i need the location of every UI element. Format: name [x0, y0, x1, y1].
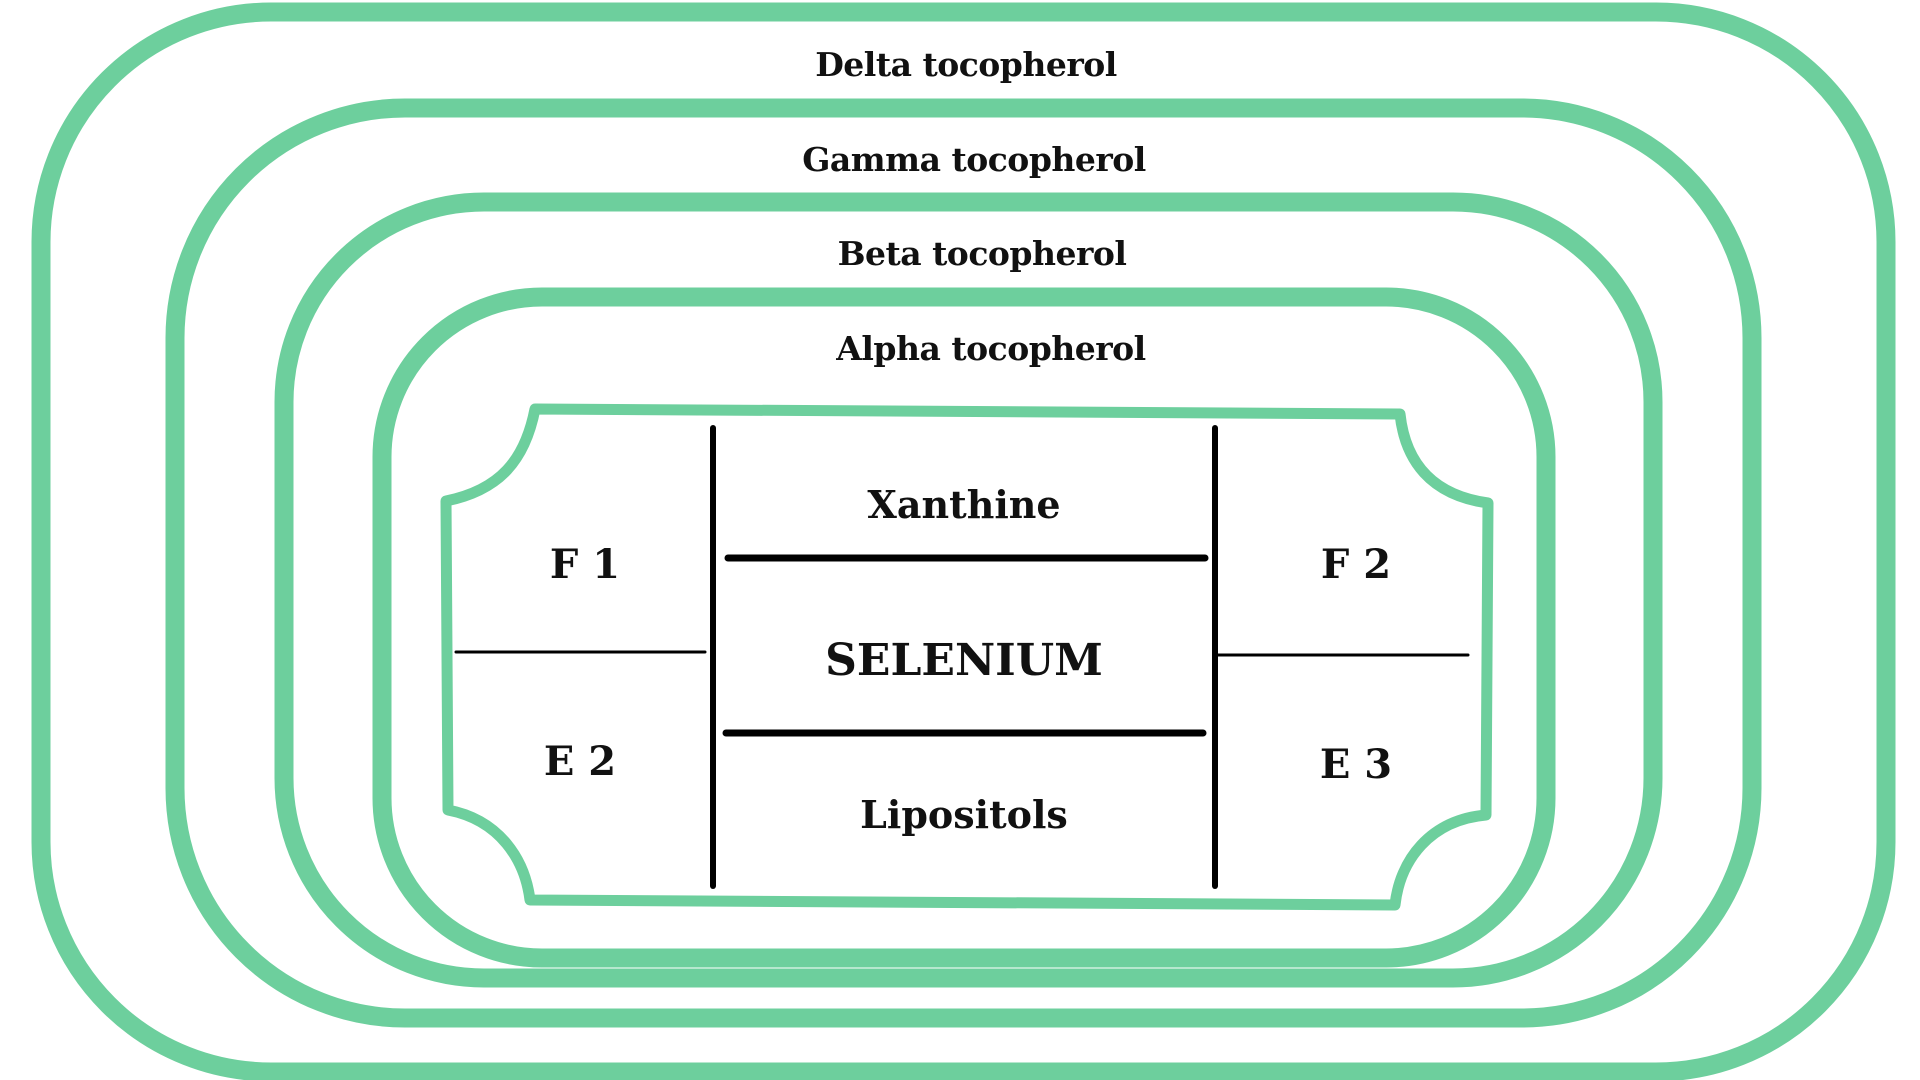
center-label-lipositols: Lipositols — [860, 792, 1068, 837]
cell-label-e2: E 2 — [544, 738, 616, 785]
ring-delta-tocopherol — [31, 2, 1896, 1080]
cell-label-f2: F 2 — [1321, 541, 1391, 588]
label-delta-tocopherol: Delta tocopherol — [815, 45, 1117, 84]
ring-gamma-tocopherol — [165, 98, 1762, 1028]
ring-alpha-tocopherol — [372, 287, 1556, 968]
cell-label-f1: F 1 — [550, 541, 620, 588]
label-gamma-tocopherol: Gamma tocopherol — [802, 140, 1146, 179]
core-frame — [440, 403, 1494, 911]
label-beta-tocopherol: Beta tocopherol — [838, 234, 1127, 273]
center-label-selenium: SELENIUM — [825, 635, 1103, 686]
label-alpha-tocopherol: Alpha tocopherol — [835, 329, 1145, 368]
center-label-xanthine: Xanthine — [867, 482, 1060, 527]
cell-label-e3: E 3 — [1320, 741, 1392, 788]
ring-beta-tocopherol — [274, 192, 1663, 988]
